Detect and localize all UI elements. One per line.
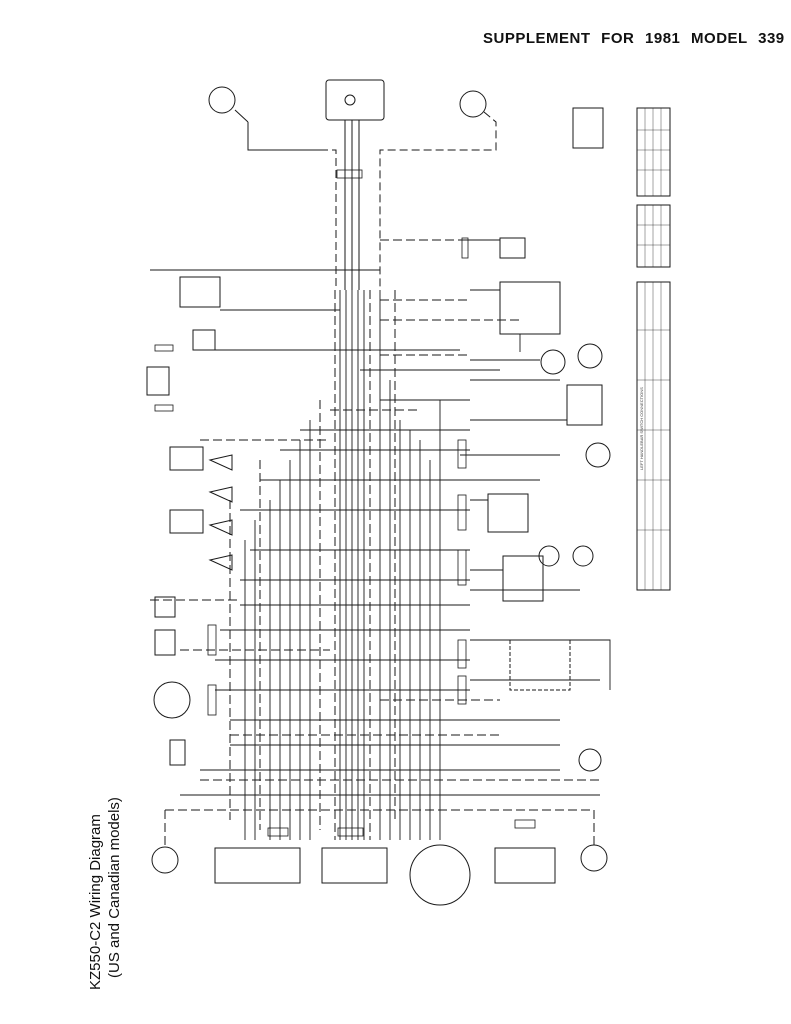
wire-dashed [248, 149, 337, 290]
right-handlebar-switch-table [636, 107, 671, 197]
headlight [409, 844, 471, 906]
brake-switch [499, 237, 526, 259]
ignition-igniter [487, 493, 529, 533]
horn [578, 748, 602, 772]
fuel-pump [169, 739, 186, 766]
tail-brake-light [325, 79, 385, 290]
turn-signal-front-left-2 [580, 844, 608, 872]
regulator-rectifier [566, 384, 603, 426]
starter-motor [577, 343, 603, 369]
ignition-coils [169, 446, 204, 534]
oil-pressure-switch [154, 629, 176, 656]
ignition-switch-table [636, 204, 671, 268]
turn-signal-relay [192, 329, 216, 351]
ignition-switch [321, 847, 388, 884]
left-handlebar-switch [214, 847, 301, 884]
alternator [585, 442, 611, 468]
fuel-sender [502, 555, 544, 602]
turn-signal-front-right [208, 86, 320, 151]
alternator-stator [153, 681, 191, 719]
page-header: SUPPLEMENT FOR 1981 MODEL 339 [483, 30, 785, 47]
wiring-harness-dashed [150, 239, 600, 845]
starter-relay [540, 349, 566, 375]
neutral-switch [154, 596, 176, 618]
spark-plugs [208, 454, 233, 571]
battery [499, 281, 561, 335]
oil-pressure-light [538, 545, 560, 567]
connectors [154, 169, 536, 837]
neutral-light [572, 545, 594, 567]
left-handlebar-table-caption: LEFT HANDLEBAR SWITCH CONNECTIONS [639, 387, 644, 470]
wiring-harness [150, 239, 611, 840]
turn-signal-rear-right [379, 90, 497, 290]
turn-signal-front-left [151, 846, 179, 874]
left-handlebar-switch-table: LEFT HANDLEBAR SWITCH CONNECTIONS [636, 281, 671, 591]
meter-unit [509, 639, 571, 691]
diode [146, 366, 170, 396]
rear-brake-switch [179, 276, 221, 308]
legend-box [572, 107, 604, 149]
right-handlebar-switch [494, 847, 556, 884]
